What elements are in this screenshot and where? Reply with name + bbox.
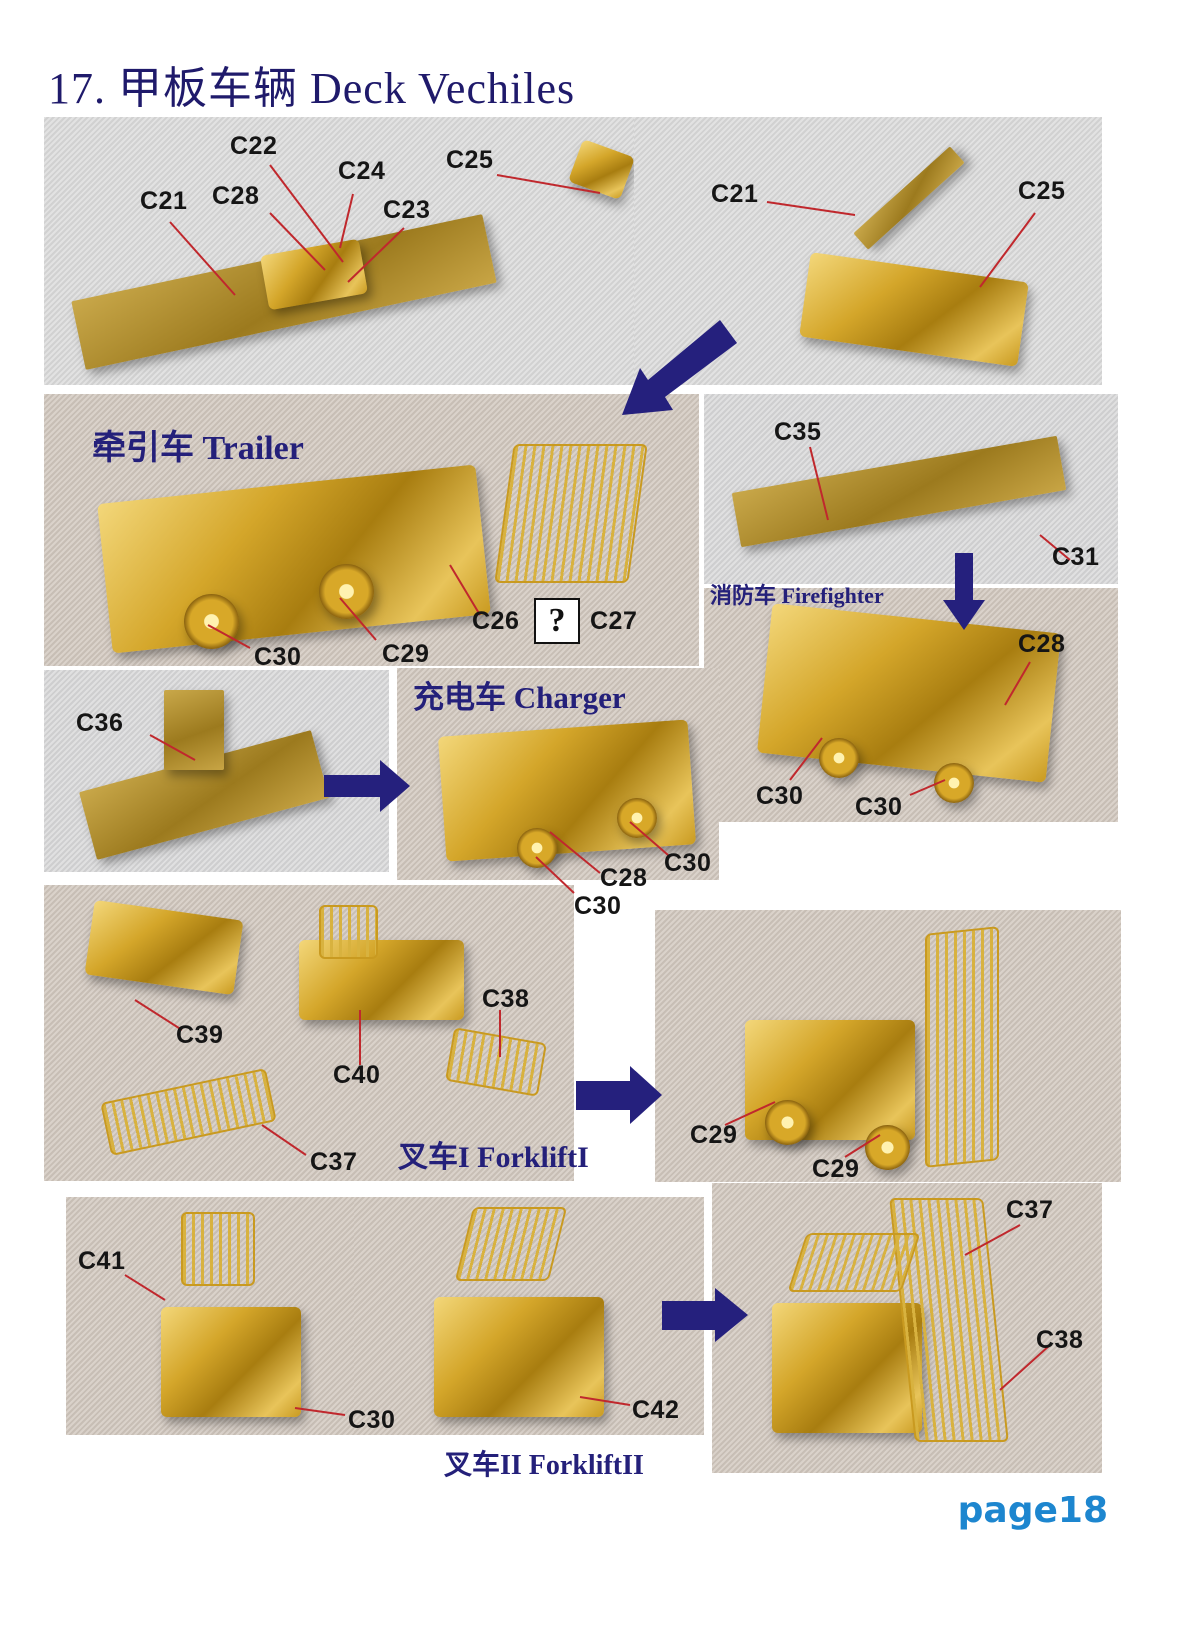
forklift2-rear-roof-part <box>454 1207 568 1281</box>
part-callout: C22 <box>230 132 278 160</box>
photo-forklift2-rear <box>354 1197 704 1435</box>
unknown-part-marker: ? <box>534 598 580 644</box>
firefighter-body-part <box>756 603 1062 783</box>
part-callout: C30 <box>855 793 903 821</box>
part-callout: C28 <box>212 182 260 210</box>
wheel-icon <box>934 763 974 803</box>
arrow-right-icon <box>576 1066 662 1124</box>
part-callout: C38 <box>482 985 530 1013</box>
part-callout: C36 <box>76 709 124 737</box>
raised-panel-part <box>853 146 965 250</box>
wheel-icon <box>865 1125 910 1170</box>
photo-charger-flat <box>44 670 389 872</box>
forklift2-roof-part <box>181 1212 255 1286</box>
charger-upright-part <box>164 690 224 770</box>
part-callout: C42 <box>632 1396 680 1424</box>
page-number: page18 <box>957 1490 1108 1531</box>
wheel-icon <box>617 798 657 838</box>
photo-forklift2-assembled <box>712 1183 1102 1473</box>
part-callout: C40 <box>333 1061 381 1089</box>
vehicle-label-forklift2: 叉车II ForkliftII <box>444 1450 644 1481</box>
part-callout: C30 <box>574 892 622 920</box>
forklift-body-part-c39 <box>84 899 244 996</box>
photo-forklift2-side <box>66 1197 354 1435</box>
part-callout: C26 <box>472 607 520 635</box>
part-callout: C29 <box>812 1155 860 1183</box>
vehicle-label-firefighter: 消防车 Firefighter <box>710 583 884 608</box>
part-callout: C27 <box>590 607 638 635</box>
forklift1-mast-part <box>925 926 999 1168</box>
wheel-icon <box>765 1100 810 1145</box>
part-callout: C35 <box>774 418 822 446</box>
part-callout: C41 <box>78 1247 126 1275</box>
part-callout: C21 <box>711 180 759 208</box>
trailer-cage-part <box>494 444 648 583</box>
part-callout: C37 <box>310 1148 358 1176</box>
part-callout: C29 <box>690 1121 738 1149</box>
forklift2-body-part <box>161 1307 301 1417</box>
part-callout: C29 <box>382 640 430 668</box>
photo-forklift1-flat <box>44 885 574 1181</box>
photo-forklift1-assembled <box>655 910 1121 1182</box>
photo-firefighter-flat <box>704 394 1118 584</box>
vehicle-label-forklift1: 叉车I ForkliftI <box>398 1141 589 1174</box>
part-callout: C25 <box>446 146 494 174</box>
part-callout: C30 <box>756 782 804 810</box>
forklift-mast-part-c37 <box>100 1068 277 1156</box>
vehicle-label-trailer: 牵引车 Trailer <box>92 430 304 467</box>
part-callout: C30 <box>348 1406 396 1434</box>
firefighter-flat-part <box>731 435 1067 548</box>
forklift2-rear-body-part <box>434 1297 604 1417</box>
vehicle-label-charger: 充电车 Charger <box>413 680 626 715</box>
part-callout: C24 <box>338 157 386 185</box>
photo-assembled-tow-body <box>634 117 1102 385</box>
part-callout: C28 <box>1018 630 1066 658</box>
part-callout: C31 <box>1052 543 1100 571</box>
forklift-roof-part <box>319 905 378 959</box>
photo-trailer: 牵引车 Trailer <box>44 394 699 666</box>
assembled-tow-body-part <box>799 252 1029 367</box>
part-callout: C37 <box>1006 1196 1054 1224</box>
charger-body-part <box>437 719 697 862</box>
hood-part <box>567 138 634 201</box>
forklift2-assembled-body-part <box>772 1303 922 1433</box>
part-callout: C21 <box>140 187 188 215</box>
part-callout: C25 <box>1018 177 1066 205</box>
trailer-body-part <box>97 464 491 654</box>
part-callout: C23 <box>383 196 431 224</box>
forklift2-roof-part <box>787 1233 921 1292</box>
part-callout: C38 <box>1036 1326 1084 1354</box>
page-title: 17. 甲板车辆 Deck Vechiles <box>48 64 576 113</box>
wheel-icon <box>517 828 557 868</box>
wheel-icon <box>184 594 239 649</box>
forklift-fork-part-c38 <box>445 1027 547 1097</box>
part-callout: C39 <box>176 1021 224 1049</box>
wheel-icon <box>319 564 374 619</box>
wheel-icon <box>819 738 859 778</box>
part-callout: C30 <box>664 849 712 877</box>
part-callout: C28 <box>600 864 648 892</box>
part-callout: C30 <box>254 643 302 671</box>
